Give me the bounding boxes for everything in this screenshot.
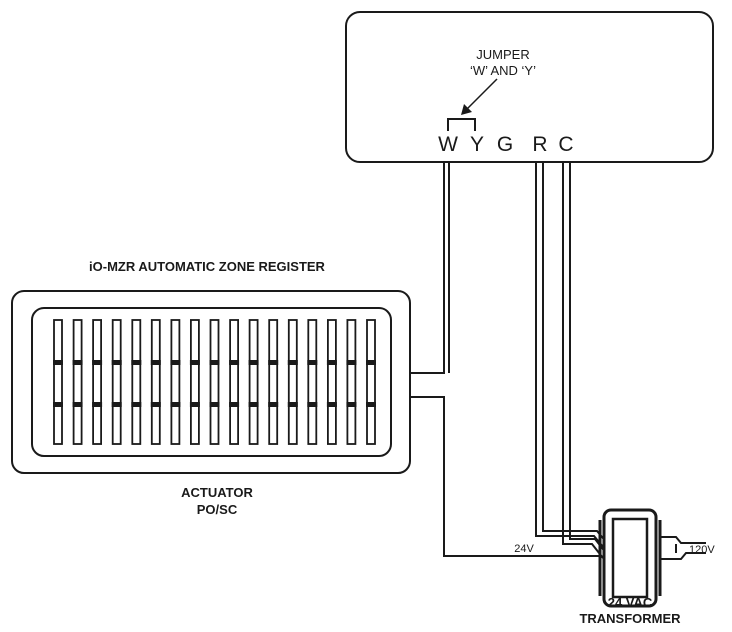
wire-c (562, 161, 604, 559)
jumper-arrow-head (461, 104, 472, 115)
louvre-divider (248, 402, 259, 407)
louvre-divider (366, 360, 376, 365)
louvre-slat (248, 319, 259, 445)
louvre-divider (268, 402, 279, 407)
louvre-divider (150, 402, 161, 407)
register-title: iO-MZR AUTOMATIC ZONE REGISTER (89, 259, 326, 274)
louvre-slat (229, 319, 240, 445)
louvre-divider (72, 402, 83, 407)
wire-c-outer (569, 161, 607, 554)
label-24v: 24V (514, 543, 534, 555)
louvre-divider (111, 360, 122, 365)
jumper-bracket (447, 118, 476, 131)
actuator-label-line1: ACTUATOR (181, 485, 253, 500)
louvre-divider (92, 360, 103, 365)
louvre-slat (170, 319, 181, 445)
louvre-slat (366, 319, 376, 445)
terminal-w: W (438, 133, 458, 156)
transformer-body (602, 508, 658, 608)
louvre-divider (326, 360, 337, 365)
louvre-divider (189, 402, 200, 407)
thermostat-box (345, 11, 714, 163)
louvre-slat (53, 319, 63, 445)
louvre-divider (170, 360, 181, 365)
register-louvres (53, 319, 376, 445)
wire-w-to-actuator (410, 161, 445, 374)
wire-r-outer (542, 161, 608, 544)
louvre-slat (189, 319, 200, 445)
louvre-slat (72, 319, 83, 445)
louvre-divider (150, 360, 161, 365)
actuator-label-line2: PO/SC (197, 502, 238, 517)
louvre-divider (92, 402, 103, 407)
label-120v: 120V (689, 544, 715, 556)
louvre-slat (209, 319, 220, 445)
jumper-label-line2: ‘W’ AND ‘Y’ (470, 63, 536, 78)
louvre-slat (111, 319, 122, 445)
terminal-y: Y (470, 133, 484, 156)
louvre-divider (268, 360, 279, 365)
louvre-slat (92, 319, 102, 445)
louvre-divider (53, 360, 63, 365)
jumper-label-line1: JUMPER (476, 47, 529, 62)
louvre-slat (150, 319, 161, 445)
louvre-slat (307, 319, 318, 445)
louvre-slat (131, 319, 142, 445)
louvre-divider (287, 402, 298, 407)
louvre-divider (111, 402, 122, 407)
louvre-divider (229, 402, 240, 407)
louvre-slat (346, 319, 357, 445)
wire-actuator-to-transformer (410, 396, 602, 557)
transformer-label-line1: 24 VAC (608, 595, 653, 610)
transformer-label-line2: TRANSFORMER (579, 611, 681, 626)
louvre-divider (307, 360, 318, 365)
louvre-divider (72, 360, 83, 365)
louvre-divider (307, 402, 318, 407)
louvre-divider (189, 360, 200, 365)
louvre-divider (170, 402, 181, 407)
wire-120v-top (660, 536, 706, 544)
louvre-divider (131, 360, 142, 365)
louvre-divider (287, 360, 298, 365)
louvre-divider (131, 402, 142, 407)
louvre-slat (326, 319, 337, 445)
louvre-divider (53, 402, 63, 407)
louvre-divider (248, 360, 259, 365)
wire-120v-bottom (660, 552, 706, 560)
louvre-divider (346, 360, 357, 365)
jumper-arrow-line (465, 78, 498, 111)
louvre-divider (229, 360, 240, 365)
louvre-slat (287, 319, 298, 445)
terminal-c: C (558, 133, 573, 156)
louvre-slat (268, 319, 279, 445)
terminal-g: G (497, 133, 513, 156)
terminal-r: R (532, 133, 547, 156)
register-inner-box (31, 307, 392, 457)
louvre-divider (209, 402, 220, 407)
louvre-divider (346, 402, 357, 407)
register-outer-box (11, 290, 411, 474)
louvre-divider (366, 402, 376, 407)
louvre-divider (326, 402, 337, 407)
transformer-core (611, 517, 649, 599)
louvre-divider (209, 360, 220, 365)
